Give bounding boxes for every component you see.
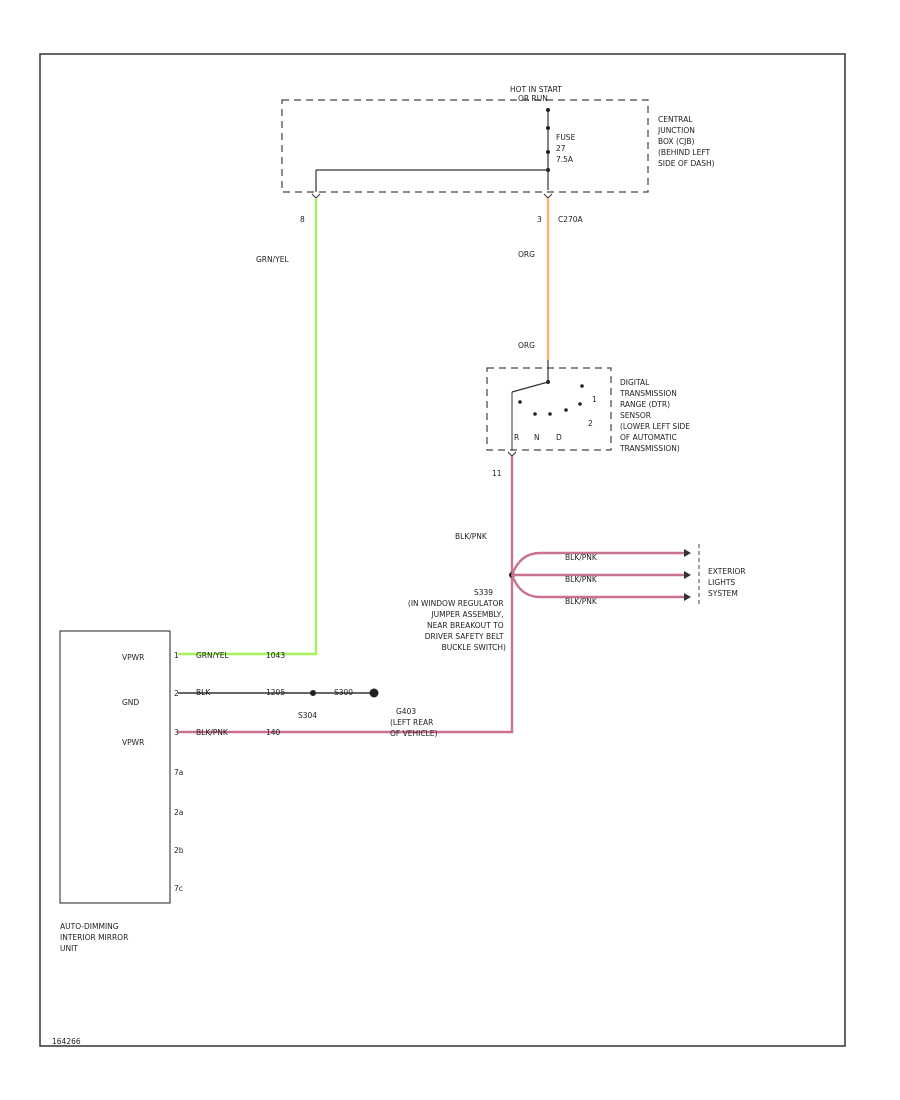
mirror-description: AUTO-DIMMING INTERIOR MIRROR UNIT — [60, 922, 131, 953]
blk-pnk-branch-3 — [510, 574, 688, 599]
fuse-label: FUSE — [556, 133, 576, 142]
dtr-pos-n: N — [534, 433, 540, 442]
mirror-pin-6: 2b — [174, 846, 184, 855]
dtr-pos-2: 2 — [588, 419, 593, 428]
hot-in-start-label: HOT IN START — [510, 85, 562, 94]
blk-circuit-id: 1205 — [266, 688, 285, 697]
blk-pnk-branch-1 — [510, 551, 688, 576]
ground-description: (LEFT REAR OF VEHICLE) — [390, 718, 437, 738]
diagram-frame — [39, 53, 846, 1047]
cjb-connector-id: C270A — [558, 215, 584, 224]
cjb-pin-left: 8 — [300, 215, 305, 224]
grn-yel-circuit-id: 1043 — [266, 651, 285, 660]
diagram-id: 164266 — [52, 1037, 81, 1046]
blk-pnk-branch-label-1: BLK/PNK — [565, 553, 598, 562]
blk-pnk-circuit-id: 140 — [266, 728, 281, 737]
grn-yel-wire-path — [178, 198, 318, 656]
ground-id: G403 — [396, 707, 416, 716]
splice-id: S339 — [474, 588, 493, 597]
blk-pnk-wire-path — [178, 456, 514, 734]
blk-label: BLK — [196, 688, 211, 697]
central-junction-box: HOT IN START OR RUN FUSE 27 7.5A CENTRAL… — [281, 85, 715, 224]
ground-wire: BLK 1205 S300 G403 (LEFT REAR OF VEHICLE… — [178, 688, 437, 738]
blk-pnk-branch-label-3: BLK/PNK — [565, 597, 598, 606]
fuse-number: 27 — [556, 144, 566, 153]
cjb-pin-right: 3 — [537, 215, 542, 224]
grn-yel-label-vertical: GRN/YEL — [256, 255, 289, 264]
dtr-description: DIGITAL TRANSMISSION RANGE (DTR) SENSOR … — [619, 378, 692, 453]
s300-label: S304 — [298, 711, 317, 720]
org-wire: ORG ORG — [518, 198, 550, 360]
exterior-lights-description: EXTERIOR LIGHTS SYSTEM — [708, 567, 748, 598]
grn-yel-label-mirror: GRN/YEL — [196, 651, 229, 660]
mirror-pin-5: 2a — [174, 808, 183, 817]
mirror-pin-7: 7c — [174, 884, 183, 893]
ground-splice-id: S300 — [334, 688, 353, 697]
hot-in-run-label: OR RUN — [518, 94, 548, 103]
dtr-pos-r: R — [514, 433, 519, 442]
mirror-pin-3: 3 — [174, 728, 179, 737]
dtr-pin: 11 — [492, 469, 502, 478]
cjb-description: CENTRAL JUNCTION BOX (CJB) (BEHIND LEFT … — [657, 115, 715, 168]
mirror-pin-label-gnd: GND — [122, 698, 139, 707]
blk-pnk-label-mirror: BLK/PNK — [196, 728, 229, 737]
mirror-pin-label-vpwr-2: VPWR — [122, 738, 144, 747]
blk-pnk-branch-label-2: BLK/PNK — [565, 575, 598, 584]
mirror-pin-label-vpwr-1: VPWR — [122, 653, 144, 662]
org-label-bottom: ORG — [518, 341, 535, 350]
blk-pnk-label-vertical: BLK/PNK — [455, 532, 488, 541]
dtr-pos-d: D — [556, 433, 562, 442]
dtr-sensor: 1 2 R N D DIGITAL TRANSMISSION RANGE (DT… — [486, 360, 692, 478]
grn-yel-wire: GRN/YEL — [178, 198, 318, 656]
blk-pnk-wire: BLK/PNK BLK/PNK BLK/PNK BLK/PNK EXTERIOR… — [178, 456, 748, 734]
mirror-pin-2: 2 — [174, 689, 179, 698]
mirror-pin-4: 7a — [174, 768, 183, 777]
splice-description: (IN WINDOW REGULATOR JUMPER ASSEMBLY, NE… — [408, 599, 506, 652]
dtr-pos-1: 1 — [592, 395, 597, 404]
org-label-top: ORG — [518, 250, 535, 259]
mirror-unit: VPWR GND VPWR 1 2 3 7a 2a 2b 7c AUTO-DIM… — [59, 630, 184, 953]
fuse-rating: 7.5A — [556, 155, 574, 164]
mirror-pin-1: 1 — [174, 651, 179, 660]
